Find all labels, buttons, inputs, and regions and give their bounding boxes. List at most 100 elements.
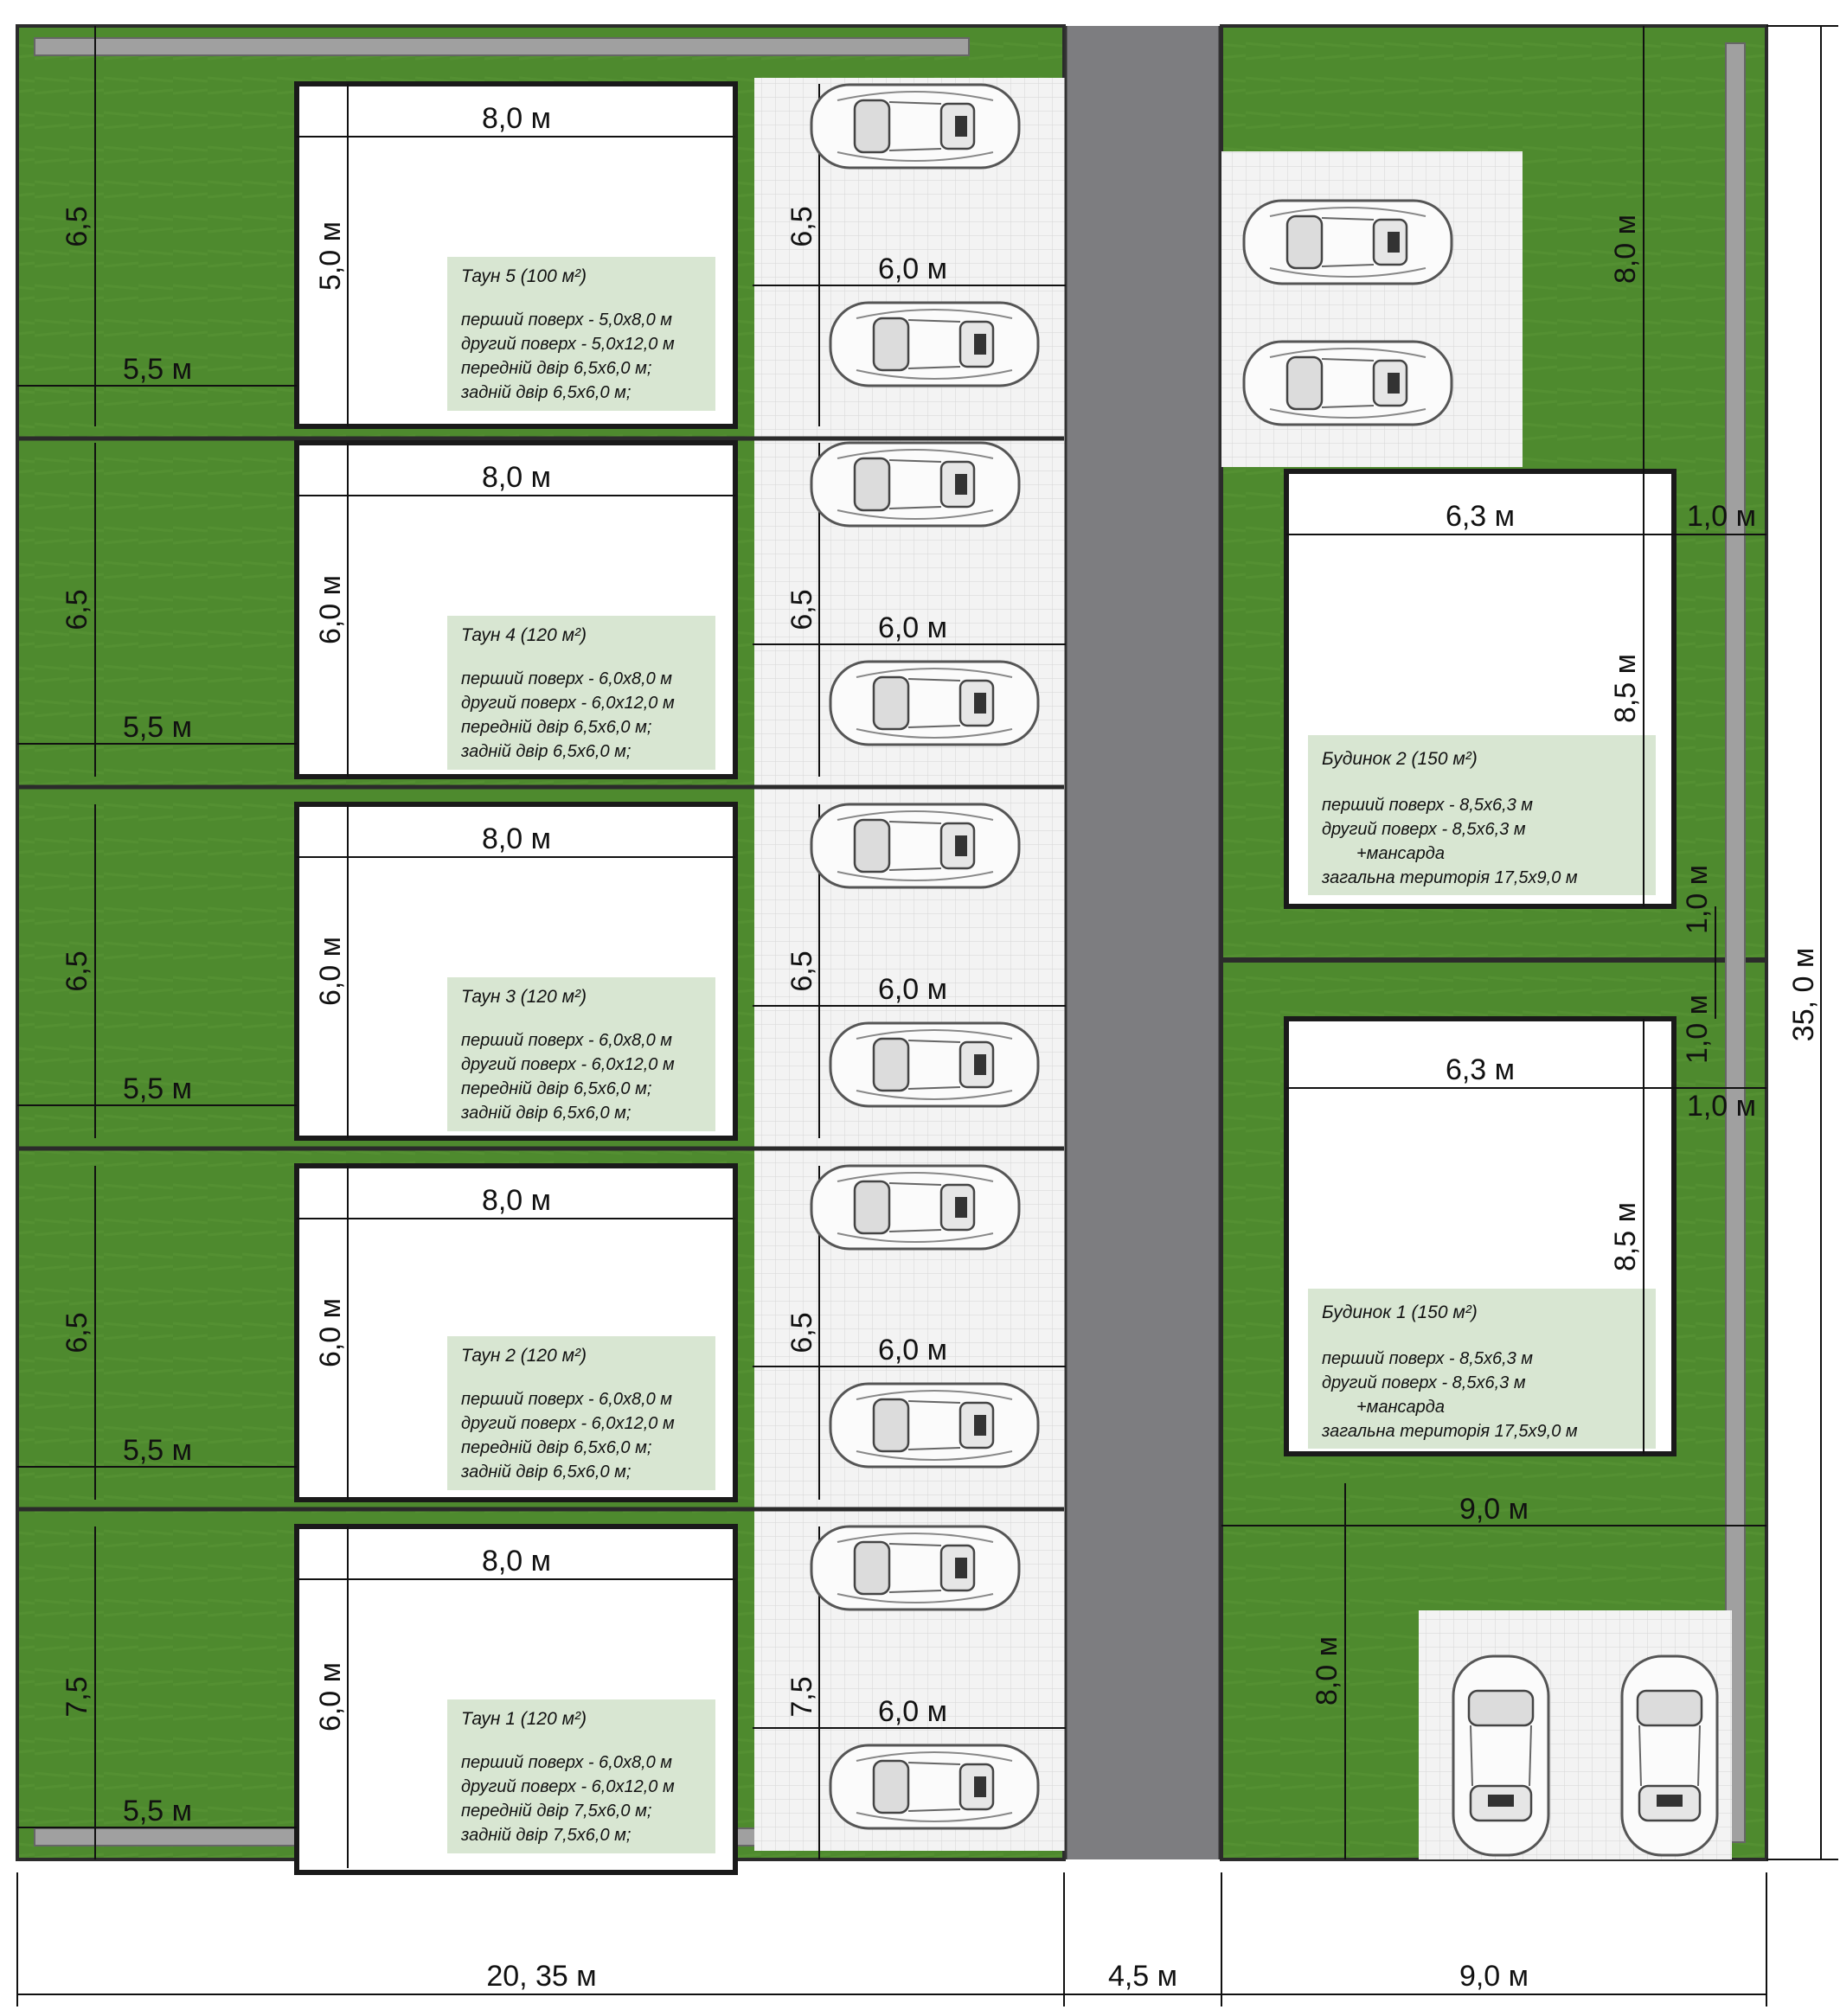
- car: [810, 1525, 1021, 1611]
- town-5: Таун 5 (100 м²) перший поверх - 5,0х8,0 …: [17, 26, 1066, 441]
- right-wall-strip: [1725, 42, 1746, 1843]
- house-2-line-3: +мансарда: [1356, 844, 1445, 863]
- town-1-line-2: другий поверх - 6,0х12,0 м: [461, 1777, 675, 1796]
- town-1-dim-back-depth: 7,5: [61, 1676, 93, 1717]
- town-5-line-1: перший поверх - 5,0х8,0 м: [461, 310, 672, 330]
- town-4-dim-back-depth: 6,5: [61, 589, 93, 630]
- town-3-info-box: [447, 977, 715, 1131]
- town-4: Таун 4 (120 м²) перший поверх - 6,0х8,0 …: [17, 440, 1066, 790]
- overall-left-width: 20, 35 м: [486, 1960, 596, 1993]
- town-5-dim-yard-depth: 6,5: [785, 206, 818, 246]
- overall-road-width: 4,5 м: [1108, 1960, 1177, 1993]
- house-2: Будинок 2 (150 м²) перший поверх - 8,5х6…: [1284, 26, 1766, 960]
- town-1: Таун 1 (120 м²) перший поверх - 6,0х8,0 …: [17, 1524, 1066, 1875]
- town-5-dim-back-depth: 6,5: [61, 206, 93, 246]
- house-1-title: Будинок 1 (150 м²): [1322, 1302, 1478, 1322]
- town-4-dim-yard-width: 6,0 м: [878, 611, 947, 644]
- town-3-title: Таун 3 (120 м²): [461, 987, 587, 1007]
- town-2-dim-back-width: 5,5 м: [123, 1434, 192, 1467]
- house-1-dim-gap-top: 1,0 м: [1681, 995, 1714, 1064]
- car: [1242, 199, 1453, 285]
- car: [1452, 1654, 1550, 1857]
- house-1-line-2: другий поверх - 8,5х6,3 м: [1322, 1373, 1526, 1392]
- house-2-dim-depth: 8,5 м: [1609, 654, 1642, 723]
- town-4-line-2: другий поверх - 6,0х12,0 м: [461, 694, 675, 713]
- town-3: Таун 3 (120 м²) перший поверх - 6,0х8,0 …: [17, 802, 1066, 1151]
- town-3-dim-depth: 6,0 м: [314, 937, 347, 1006]
- town-4-dim-width: 8,0 м: [482, 461, 551, 494]
- town-2-dim-yard-width: 6,0 м: [878, 1334, 947, 1366]
- town-5-dim-back-width: 5,5 м: [123, 353, 192, 386]
- town-1-title: Таун 1 (120 м²): [461, 1709, 587, 1729]
- town-5-title: Таун 5 (100 м²): [461, 266, 587, 286]
- town-3-line-3: передній двір 6,5х6,0 м;: [461, 1079, 651, 1098]
- town-3-line-1: перший поверх - 6,0х8,0 м: [461, 1031, 672, 1050]
- house-2-line-2: другий поверх - 8,5х6,3 м: [1322, 820, 1526, 839]
- town-2-dim-yard-depth: 6,5: [785, 1312, 818, 1353]
- house-1-dim-parking: 8,0 м: [1311, 1636, 1343, 1706]
- car: [829, 1382, 1040, 1469]
- town-3-dim-back-width: 5,5 м: [123, 1072, 192, 1105]
- town-4-line-4: задній двір 6,5х6,0 м;: [460, 742, 631, 761]
- car: [829, 1744, 1040, 1830]
- town-1-dim-back-width: 5,5 м: [123, 1795, 192, 1827]
- town-5-line-4: задній двір 6,5х6,0 м;: [460, 383, 631, 402]
- town-4-dim-back-width: 5,5 м: [123, 711, 192, 744]
- town-5-dim-depth: 5,0 м: [314, 221, 347, 291]
- car: [829, 1021, 1040, 1108]
- town-3-dim-back-depth: 6,5: [61, 950, 93, 991]
- house-1-info-box: [1308, 1289, 1656, 1449]
- town-2-line-3: передній двір 6,5х6,0 м;: [461, 1438, 651, 1457]
- car: [810, 1164, 1021, 1251]
- town-1-line-1: перший поверх - 6,0х8,0 м: [461, 1753, 672, 1772]
- town-3-dim-yard-width: 6,0 м: [878, 973, 947, 1006]
- overall-right-width: 9,0 м: [1459, 1960, 1529, 1993]
- town-1-dim-depth: 6,0 м: [314, 1662, 347, 1731]
- town-1-dim-width: 8,0 м: [482, 1545, 551, 1578]
- town-5-dim-width: 8,0 м: [482, 102, 551, 135]
- car: [1242, 340, 1453, 426]
- car: [810, 441, 1021, 528]
- house-2-line-1: перший поверх - 8,5х6,3 м: [1322, 796, 1533, 815]
- car: [1620, 1654, 1719, 1857]
- town-3-dim-width: 8,0 м: [482, 822, 551, 855]
- car: [810, 803, 1021, 889]
- top-wall-strip: [34, 37, 970, 56]
- town-2-line-4: задній двір 6,5х6,0 м;: [460, 1462, 631, 1482]
- house-2-title: Будинок 2 (150 м²): [1322, 749, 1478, 769]
- town-2-info-box: [447, 1336, 715, 1490]
- town-4-dim-yard-depth: 6,5: [785, 589, 818, 630]
- town-1-dim-yard-depth: 7,5: [785, 1676, 818, 1717]
- car: [829, 301, 1040, 387]
- town-1-dim-yard-width: 6,0 м: [878, 1695, 947, 1728]
- house-1-dim-plot-width: 9,0 м: [1459, 1493, 1529, 1526]
- town-1-line-4: задній двір 7,5х6,0 м;: [460, 1826, 631, 1845]
- house-1-dim-width: 6,3 м: [1446, 1053, 1515, 1086]
- house-1-dim-depth: 8,5 м: [1609, 1202, 1642, 1271]
- town-3-line-4: задній двір 6,5х6,0 м;: [460, 1104, 631, 1123]
- town-3-dim-yard-depth: 6,5: [785, 950, 818, 991]
- town-5-line-3: передній двір 6,5х6,0 м;: [461, 359, 651, 378]
- town-2-dim-depth: 6,0 м: [314, 1298, 347, 1367]
- car: [829, 660, 1040, 746]
- house-2-dim-parking: 8,0 м: [1609, 214, 1642, 284]
- town-4-line-3: передній двір 6,5х6,0 м;: [461, 718, 651, 737]
- house-2-dim-width: 6,3 м: [1446, 500, 1515, 533]
- town-2-dim-back-depth: 6,5: [61, 1312, 93, 1353]
- town-5-line-2: другий поверх - 5,0х12,0 м: [461, 335, 675, 354]
- house-1-line-4: загальна територія 17,5х9,0 м: [1321, 1422, 1578, 1441]
- town-2-line-2: другий поверх - 6,0х12,0 м: [461, 1414, 675, 1433]
- house-1: Будинок 1 (150 м²) перший поверх - 8,5х6…: [1221, 960, 1766, 1859]
- town-5-info-box: [447, 257, 715, 411]
- town-4-title: Таун 4 (120 м²): [461, 625, 587, 645]
- town-2: Таун 2 (120 м²) перший поверх - 6,0х8,0 …: [17, 1163, 1066, 1512]
- house-1-line-3: +мансарда: [1356, 1398, 1445, 1417]
- house-2-line-4: загальна територія 17,5х9,0 м: [1321, 868, 1578, 887]
- town-2-title: Таун 2 (120 м²): [461, 1346, 587, 1366]
- town-4-dim-depth: 6,0 м: [314, 575, 347, 644]
- town-2-line-1: перший поверх - 6,0х8,0 м: [461, 1390, 672, 1409]
- house-2-info-box: [1308, 735, 1656, 895]
- town-1-info-box: [447, 1699, 715, 1853]
- house-1-line-1: перший поверх - 8,5х6,3 м: [1322, 1349, 1533, 1368]
